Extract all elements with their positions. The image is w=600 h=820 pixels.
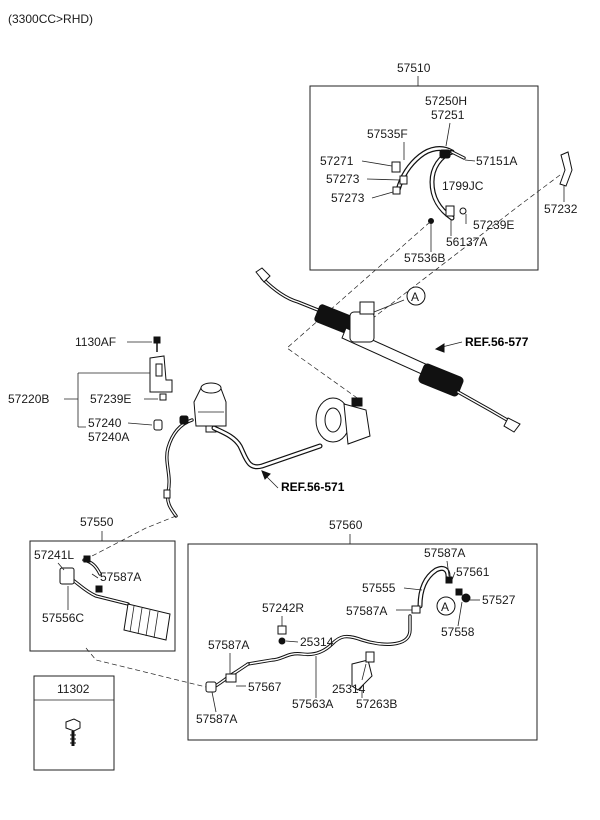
label-57567[interactable]: 57567 xyxy=(248,680,282,694)
leader-57251 xyxy=(445,122,451,147)
reservoir-icon xyxy=(193,382,227,433)
hose-reservoir-pump xyxy=(211,425,323,470)
label-57510[interactable]: 57510 xyxy=(397,61,431,75)
leader-25314-b xyxy=(361,663,367,681)
label-1799JC[interactable]: 1799JC xyxy=(442,179,484,193)
dash-cooler-to-hose xyxy=(85,647,211,689)
label-57536B[interactable]: 57536B xyxy=(404,251,445,265)
label-57558[interactable]: 57558 xyxy=(441,625,475,639)
leader-57587A-cooler xyxy=(91,573,99,579)
leader-57587A-l2 xyxy=(211,691,217,713)
oil-cooler-icon xyxy=(59,555,171,641)
label-56137A[interactable]: 56137A xyxy=(446,235,487,249)
label-57587A-r1[interactable]: 57587A xyxy=(424,546,465,560)
callout-a-top xyxy=(406,286,426,306)
clamp-57263B xyxy=(351,659,373,691)
label-57527[interactable]: 57527 xyxy=(482,593,516,607)
callout-a-bottom xyxy=(436,596,456,616)
leader-57271 xyxy=(361,160,393,167)
label-57239E-left[interactable]: 57239E xyxy=(90,392,131,406)
box-57560 xyxy=(187,543,538,741)
ref-56-571[interactable]: REF.56-571 xyxy=(281,480,345,494)
leader-57561 xyxy=(451,571,456,581)
label-57271[interactable]: 57271 xyxy=(320,154,354,168)
engine-variant-title: (3300CC>RHD) xyxy=(8,12,93,26)
label-57561[interactable]: 57561 xyxy=(456,565,490,579)
label-57550[interactable]: 57550 xyxy=(80,515,114,529)
leader-57555 xyxy=(403,587,423,591)
box-11302 xyxy=(33,675,115,771)
leader-57587A-r1 xyxy=(446,560,450,577)
leader-57240 xyxy=(127,422,153,426)
ref-56-571-arrowhead xyxy=(261,470,271,480)
leader-57151A xyxy=(464,159,476,162)
label-57251[interactable]: 57251 xyxy=(431,108,465,122)
leader-57273-a xyxy=(366,178,401,181)
bolt-icon xyxy=(153,336,161,352)
label-57263B[interactable]: 57263B xyxy=(356,697,397,711)
callout-a-bottom-letter: A xyxy=(441,600,449,614)
label-57563A[interactable]: 57563A xyxy=(292,697,333,711)
label-57250H[interactable]: 57250H xyxy=(425,94,467,108)
leader-25314-a xyxy=(285,640,299,643)
steering-gear-icon xyxy=(255,267,521,433)
leader-57241L xyxy=(57,562,65,571)
ref-56-577[interactable]: REF.56-577 xyxy=(465,335,529,349)
pipe-reservoir-return xyxy=(165,418,194,518)
leader-57273-b xyxy=(371,191,394,199)
label-1130AF[interactable]: 1130AF xyxy=(75,335,116,349)
label-57151A[interactable]: 57151A xyxy=(476,154,517,168)
leader-57558 xyxy=(457,601,463,627)
label-57587A-cooler[interactable]: 57587A xyxy=(100,570,141,584)
ref-56-577-arrowhead xyxy=(434,343,445,353)
label-57242R[interactable]: 57242R xyxy=(262,601,304,615)
label-57240A[interactable]: 57240A xyxy=(88,430,129,444)
box-57550 xyxy=(29,540,176,652)
label-57535F[interactable]: 57535F xyxy=(367,127,408,141)
hose-icon xyxy=(391,146,467,224)
bolt-icon xyxy=(65,718,81,746)
clamp-reservoir xyxy=(179,415,189,425)
label-57587A-r2[interactable]: 57587A xyxy=(346,604,387,618)
label-57555[interactable]: 57555 xyxy=(362,581,396,595)
label-11302[interactable]: 11302 xyxy=(57,682,90,696)
bracket-57232-icon xyxy=(559,151,573,187)
box-57510 xyxy=(309,85,539,271)
label-25314-a[interactable]: 25314 xyxy=(300,635,334,649)
pump-icon xyxy=(315,397,371,445)
label-57220B[interactable]: 57220B xyxy=(8,392,49,406)
callout-a-top-letter: A xyxy=(411,290,419,304)
clamp-icon xyxy=(149,355,173,431)
dash-bracket-to-gear xyxy=(359,174,561,329)
label-57273-a[interactable]: 57273 xyxy=(326,172,360,186)
label-57587A-l2[interactable]: 57587A xyxy=(196,712,237,726)
dash-pipe-to-cooler xyxy=(91,515,177,557)
label-57560[interactable]: 57560 xyxy=(329,518,363,532)
label-25314-b[interactable]: 25314 xyxy=(332,682,366,696)
dash-box-to-pump xyxy=(286,221,431,401)
label-57232[interactable]: 57232 xyxy=(544,202,578,216)
label-57556C[interactable]: 57556C xyxy=(42,611,84,625)
label-57240[interactable]: 57240 xyxy=(88,416,122,430)
label-57241L[interactable]: 57241L xyxy=(34,548,74,562)
leader-57220B xyxy=(64,372,150,428)
label-57587A-l1[interactable]: 57587A xyxy=(208,638,249,652)
clamp-57242R xyxy=(277,625,287,635)
label-57273-b[interactable]: 57273 xyxy=(331,191,365,205)
